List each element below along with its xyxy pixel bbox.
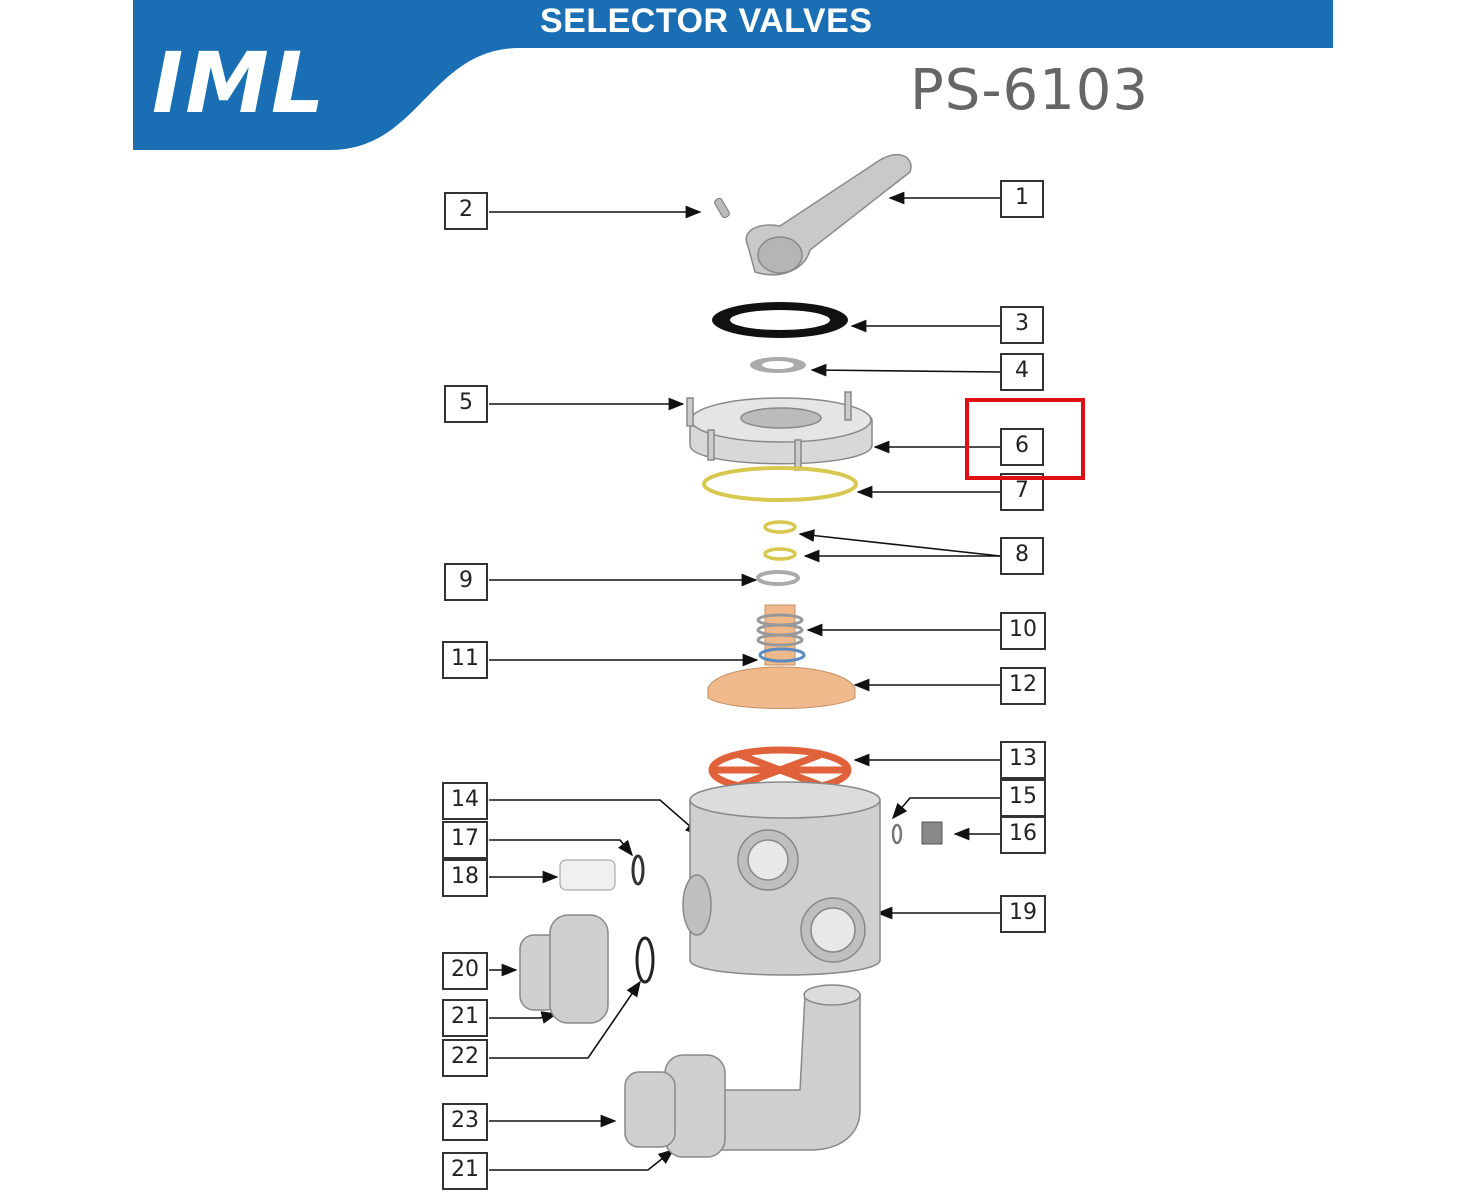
callout-8: 8 [1000, 537, 1044, 575]
callout-14: 14 [442, 782, 488, 820]
model-number: PS-6103 [910, 58, 1150, 123]
callout-9: 9 [444, 563, 488, 601]
callout-2: 2 [444, 192, 488, 230]
part-washer-small [756, 570, 800, 586]
highlight-box-callout-6 [965, 398, 1085, 480]
part-cover [686, 391, 873, 471]
callout-5: 5 [444, 385, 488, 423]
callout-22: 22 [442, 1039, 488, 1077]
page-title: SELECTOR VALVES [540, 2, 873, 40]
callout-21-lower: 21 [442, 1152, 488, 1190]
callout-21: 21 [442, 999, 488, 1037]
callout-1: 1 [1000, 180, 1044, 218]
callout-15: 15 [1000, 779, 1046, 817]
callout-10: 10 [1000, 612, 1046, 650]
part-elbow [624, 984, 861, 1158]
part-handle [745, 154, 912, 276]
part-plug [891, 821, 943, 845]
callout-20: 20 [442, 952, 488, 990]
part-o-rings-small [763, 520, 797, 561]
callout-16: 16 [1000, 816, 1046, 854]
callout-4: 4 [1000, 353, 1044, 391]
part-pin [714, 197, 730, 219]
part-washer [750, 357, 806, 373]
part-valve-body [682, 781, 881, 976]
callout-17: 17 [442, 821, 488, 859]
callout-23: 23 [442, 1103, 488, 1141]
callout-12: 12 [1000, 667, 1046, 705]
part-o-ring-large [702, 466, 858, 502]
part-gasket [712, 302, 848, 338]
callout-13: 13 [1000, 741, 1046, 779]
callout-3: 3 [1000, 306, 1044, 344]
part-adapter [559, 854, 645, 891]
part-rotor [707, 604, 856, 709]
brand-logo: IML [152, 34, 327, 132]
callout-18: 18 [442, 859, 488, 897]
header-banner [133, 0, 1333, 150]
callout-11: 11 [442, 641, 488, 679]
leader-lines [489, 191, 1001, 1171]
callout-19: 19 [1000, 895, 1046, 933]
callout-6: 6 [1000, 428, 1044, 466]
part-union [519, 914, 655, 1024]
